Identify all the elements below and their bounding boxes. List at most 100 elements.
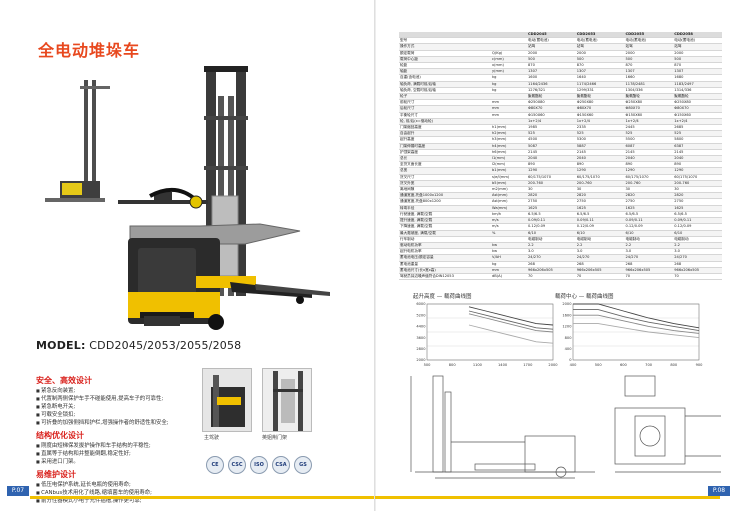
spec-cell: 890: [575, 161, 625, 169]
spec-cell: kg: [491, 81, 527, 88]
spec-cell: 1x+2/4: [673, 118, 722, 126]
spec-cell: 轴负荷, 空载时前/后轴: [399, 87, 491, 95]
spec-cell: 聚氨酯轮: [624, 93, 674, 101]
spec-cell: 30: [673, 186, 722, 194]
x-tick-label: 800: [670, 363, 678, 367]
spec-cell: 24/270: [624, 254, 674, 262]
spec-cell: 2335: [575, 124, 625, 132]
feature-title: 结构优化设计: [36, 431, 84, 440]
spec-cell: Φ150X60: [673, 112, 722, 119]
y-tick-label: 0: [569, 358, 572, 362]
detail-photo-operator: [202, 368, 252, 432]
spec-cell: Ast(mm): [491, 192, 527, 200]
page-footer-bar: [30, 496, 375, 499]
spec-cell: 966x206x505: [673, 267, 722, 274]
spec-row: 行车制动电磁制动电磁制动电磁制动电磁制动: [399, 236, 722, 243]
spec-cell: 24/270: [673, 254, 722, 262]
left-page: 全电动堆垛车: [0, 0, 375, 511]
spec-cell: mm: [491, 99, 527, 107]
spec-cell: 0.09/0.11: [575, 217, 625, 225]
spec-cell: 2000: [527, 50, 576, 57]
spec-cell: 后轮尺寸: [399, 105, 491, 113]
spec-cell: 200-760: [575, 180, 625, 188]
side-view-drawing: [410, 375, 595, 479]
spec-cell: 200-760: [624, 180, 674, 188]
overhead-guard: [118, 188, 208, 209]
spec-cell: 6.5/6.5: [624, 211, 674, 219]
y-tick-label: 400: [565, 347, 573, 351]
spec-cell: 2145: [527, 149, 576, 157]
spec-cell: 2040: [527, 155, 576, 163]
spec-cell: 70: [527, 273, 576, 281]
spec-cell: 1680: [673, 74, 722, 82]
model-label: MODEL:: [36, 339, 86, 352]
spec-cell: l1(mm): [491, 155, 527, 163]
spec-cell: 电磁制动: [624, 236, 674, 243]
page-number: P.07: [7, 486, 29, 496]
spec-cell: Φ150X60: [624, 112, 674, 119]
x-tick-label: 2000: [548, 363, 558, 367]
spec-cell: x(mm): [491, 62, 527, 70]
spec-cell: Φ150X60: [575, 112, 625, 119]
cert-iso-icon: ISO: [250, 456, 268, 474]
spec-cell: 1625: [575, 205, 625, 212]
spec-cell: 870: [527, 62, 576, 70]
spec-cell: 6.5/6.5: [527, 211, 576, 219]
spec-cell: 1290: [624, 167, 674, 175]
spec-cell: 平衡轮尺寸: [399, 112, 491, 119]
spec-cell: 60/175/1070: [673, 174, 722, 181]
spec-cell: 起升电机功率: [399, 248, 491, 256]
spec-cell: 总长: [399, 155, 491, 163]
spec-cell: 自由起升: [399, 130, 491, 138]
spec-cell: 0.09/0.11: [624, 217, 674, 225]
spec-cell: 0.09/0.11: [527, 217, 576, 225]
spec-cell: m/s: [491, 217, 527, 225]
spec-cell: 2000: [575, 50, 625, 57]
spec-cell: 70: [673, 273, 722, 281]
spec-cell: 1x+2/4: [575, 118, 625, 126]
x-tick-label: 1700: [523, 363, 533, 367]
spec-cell: 总宽: [399, 167, 491, 175]
series-line: [468, 324, 554, 344]
spec-cell: 通道宽度,托盘800x1200: [399, 198, 491, 206]
spec-row: 型号电动(蓄电池)电动(蓄电池)电动(蓄电池)电动(蓄电池): [399, 37, 722, 45]
y-tick-label: 800: [565, 336, 573, 340]
spec-header-cell: CDD2053: [575, 32, 625, 39]
truck-body: [128, 223, 301, 326]
spec-cell: 聚氨酯轮: [575, 93, 625, 101]
spec-cell: 至货叉面长度: [399, 161, 491, 169]
spec-cell: 0.12/0.09: [527, 223, 576, 231]
spec-cell: 2750: [527, 198, 576, 206]
spec-cell: 870: [624, 62, 674, 70]
spec-cell: kg: [491, 87, 527, 95]
spec-cell: 1625: [527, 205, 576, 212]
series-line: [573, 314, 700, 334]
spec-cell: 2750: [575, 198, 625, 206]
top-view-drawing: [614, 375, 721, 473]
feature-item: 刚度由短梯保发拔护操作和车手结构的平稳性;: [36, 442, 196, 450]
spec-cell: 聚氨酯轮: [527, 93, 576, 101]
spec-cell: 500: [575, 56, 625, 64]
spec-cell: 1276/321: [527, 87, 576, 95]
x-tick-label: 500: [424, 363, 432, 367]
spec-cell: 6.5/6.5: [673, 211, 722, 219]
spec-cell: 500: [673, 56, 722, 64]
spec-cell: m2(mm): [491, 186, 527, 194]
spec-cell: 60/175/1070: [624, 174, 674, 181]
spec-cell: 70: [575, 273, 625, 281]
spec-cell: 轴距: [399, 68, 491, 76]
spec-cell: 6/10: [527, 230, 576, 237]
spec-cell: Ast(mm): [491, 198, 527, 206]
spec-cell: 护顶架高度: [399, 149, 491, 157]
spec-cell: 5087: [527, 143, 576, 150]
